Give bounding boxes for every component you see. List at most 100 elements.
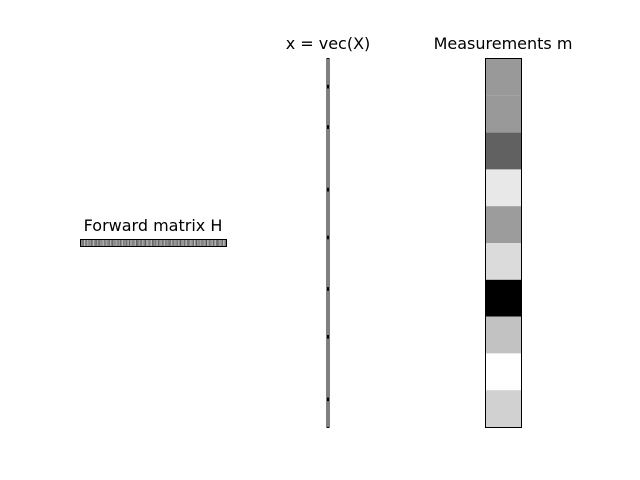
- vector-x-cell: [327, 92, 330, 96]
- vector-x-cell: [327, 423, 330, 428]
- vector-x-cell: [327, 243, 330, 247]
- vector-x-cell: [327, 290, 330, 295]
- forward-matrix-cell: [166, 240, 169, 247]
- forward-matrix-cell: [143, 240, 145, 247]
- forward-matrix-cell: [133, 240, 135, 247]
- vector-x-cell: [327, 169, 330, 174]
- vector-x-frame: [326, 58, 330, 428]
- vector-x-cell: [327, 401, 330, 405]
- forward-matrix-cell: [168, 240, 170, 247]
- forward-matrix-frame: [80, 239, 227, 247]
- forward-matrix-cell: [157, 240, 160, 247]
- vector-x-cell: [327, 265, 330, 269]
- vector-x-cell: [327, 276, 330, 280]
- forward-matrix-cell: [91, 240, 93, 247]
- forward-matrix-cell: [82, 240, 84, 247]
- forward-matrix-cell: [117, 240, 119, 247]
- forward-matrix-cell: [83, 240, 86, 247]
- forward-matrix-cell: [170, 240, 173, 247]
- forward-matrix-cell: [160, 240, 163, 247]
- forward-matrix-panel: Forward matrix H: [80, 216, 227, 247]
- forward-matrix-cell: [182, 240, 184, 247]
- forward-matrix-cell: [81, 240, 83, 247]
- forward-matrix-cell: [153, 240, 155, 247]
- vector-x-cell: [327, 173, 330, 177]
- vector-x-cell: [327, 305, 330, 310]
- forward-matrix-cell: [96, 240, 99, 247]
- vector-x-cell: [327, 287, 330, 291]
- vector-x-cell: [327, 220, 330, 225]
- forward-matrix-cell: [154, 240, 157, 247]
- measurements-frame: [485, 58, 522, 428]
- forward-matrix-cell: [183, 240, 186, 247]
- forward-matrix-cell: [121, 240, 124, 247]
- vector-x-cell: [327, 353, 330, 358]
- forward-matrix-cell: [197, 240, 199, 247]
- vector-x-cell: [327, 283, 330, 288]
- forward-matrix-cell: [131, 240, 134, 247]
- vector-x-cell: [327, 117, 330, 122]
- vector-x-cell: [327, 125, 330, 129]
- forward-matrix-cell: [211, 240, 213, 247]
- forward-matrix-cell: [214, 240, 216, 247]
- forward-matrix-cell: [128, 240, 131, 247]
- forward-matrix-cell: [137, 240, 140, 247]
- forward-matrix-cell: [205, 240, 208, 247]
- vector-x-cell: [327, 397, 330, 402]
- vector-x-cell: [327, 139, 330, 144]
- forward-matrix-cell: [123, 240, 125, 247]
- vector-x-cell: [327, 66, 330, 71]
- forward-matrix-cell: [150, 240, 153, 247]
- vector-x-cell: [327, 106, 330, 111]
- vector-x-cells: [327, 59, 330, 428]
- vector-x-cell: [327, 320, 330, 325]
- vector-x-cell: [327, 364, 330, 369]
- vector-x-cell: [327, 235, 330, 240]
- vector-x-cell: [327, 195, 330, 199]
- forward-matrix-cell: [169, 240, 171, 247]
- vector-x-cell: [327, 375, 330, 380]
- vector-x-cell: [327, 217, 330, 221]
- vector-x-cell: [327, 180, 330, 185]
- vector-x-cell: [327, 386, 330, 391]
- forward-matrix-cell: [127, 240, 129, 247]
- vector-x-cell: [327, 335, 330, 339]
- vector-x-cell: [327, 73, 330, 78]
- measurement-cell: [486, 316, 522, 354]
- vector-x-cell: [327, 349, 330, 354]
- forward-matrix-cell: [149, 240, 151, 247]
- forward-matrix-cell: [94, 240, 96, 247]
- forward-matrix-cell: [198, 240, 200, 247]
- measurement-cell: [486, 59, 522, 96]
- forward-matrix-cell: [207, 240, 209, 247]
- forward-matrix-cell: [217, 240, 219, 247]
- vector-x-cell: [327, 198, 330, 203]
- forward-matrix-cell: [89, 240, 92, 247]
- vector-x-panel: x = vec(X): [286, 34, 370, 428]
- forward-matrix-cell: [147, 240, 150, 247]
- vector-x-cell: [327, 268, 330, 273]
- forward-matrix-cell: [202, 240, 205, 247]
- forward-matrix-cell: [114, 240, 116, 247]
- vector-x-cell: [327, 95, 330, 100]
- forward-matrix-cell: [107, 240, 109, 247]
- forward-matrix-cell: [136, 240, 138, 247]
- forward-matrix-cell: [98, 240, 100, 247]
- vector-x-cell: [327, 187, 330, 192]
- vector-x-cell: [327, 70, 330, 74]
- forward-matrix-cell: [130, 240, 132, 247]
- forward-matrix-cell: [156, 240, 158, 247]
- forward-matrix-cell: [179, 240, 182, 247]
- forward-matrix-cell: [210, 240, 212, 247]
- forward-matrix-cell: [146, 240, 148, 247]
- measurement-cell: [486, 169, 522, 207]
- vector-x-cell: [327, 301, 330, 306]
- vector-x-cell: [327, 99, 330, 104]
- vector-x-cell: [327, 136, 330, 141]
- forward-matrix-cell: [115, 240, 118, 247]
- vector-x-cell: [327, 213, 330, 218]
- vector-x-cell: [327, 327, 330, 332]
- vector-x-cell: [327, 415, 330, 420]
- vector-x-cell: [327, 279, 330, 284]
- vector-x-cell: [327, 294, 330, 299]
